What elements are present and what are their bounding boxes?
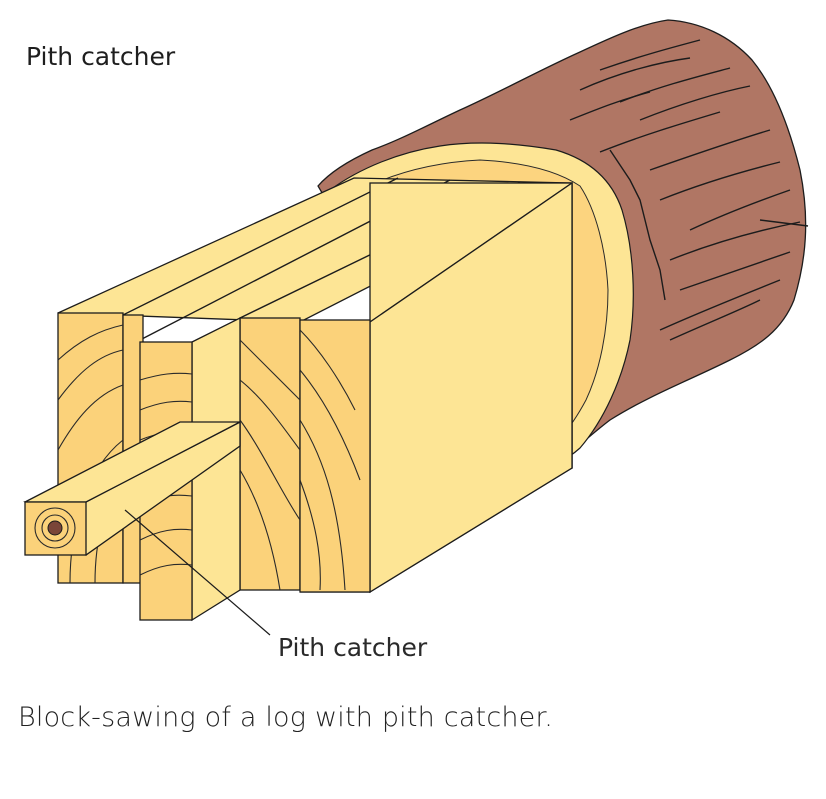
diagram-title: Pith catcher — [26, 42, 176, 71]
figure-caption: Block-sawing of a log with pith catcher. — [18, 702, 554, 733]
pith-catcher-piece — [23, 420, 241, 556]
callout-leader-line — [124, 509, 271, 636]
pith-core — [47, 520, 63, 536]
callout-label: Pith catcher — [278, 633, 428, 662]
